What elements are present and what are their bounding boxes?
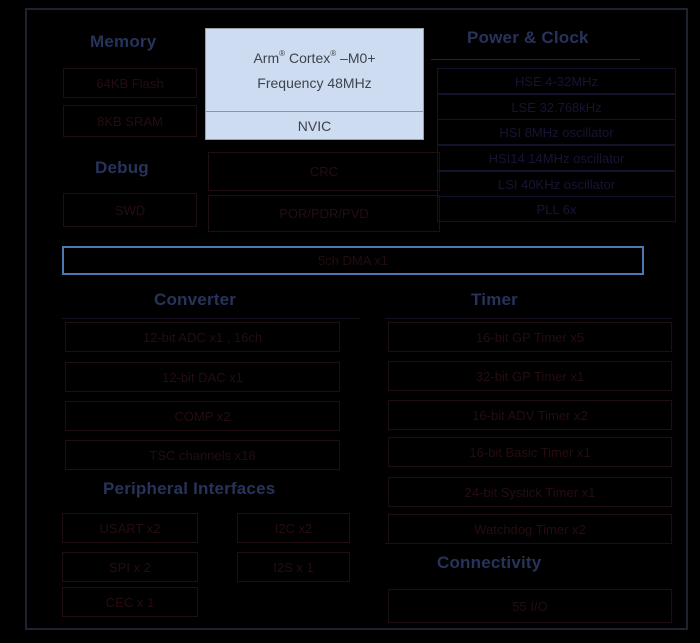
cpu-core-area: Arm® Cortex® –M0+ Frequency 48MHz <box>206 29 423 111</box>
peripheral-item-usart: USART x2 <box>62 513 198 543</box>
power-item-lsi: LSI 40KHz oscillator <box>437 171 676 197</box>
memory-item-flash: 64KB Flash <box>63 68 197 98</box>
section-title-timer: Timer <box>471 290 518 309</box>
section-title-converter: Converter <box>154 290 237 309</box>
memory-item-sram: 8KB SRAM <box>63 105 197 137</box>
debug-item-swd: SWD <box>63 193 197 227</box>
converter-item-tsc: TSC channels x18 <box>65 440 340 470</box>
section-title-connectivity: Connectivity <box>437 553 542 572</box>
converter-item-comp: COMP x2 <box>65 401 340 431</box>
timer-item-watchdog: Watchdog Timer x2 <box>388 514 672 544</box>
peripheral-item-cec: CEC x 1 <box>62 587 198 617</box>
converter-separator <box>62 318 360 319</box>
converter-item-adc: 12-bit ADC x1 , 16ch <box>65 322 340 352</box>
peripheral-item-i2c: I2C x2 <box>237 513 350 543</box>
power-item-hsi: HSI 8MHz oscillator <box>437 119 676 145</box>
connectivity-item-io: 55 I/O <box>388 589 672 623</box>
timer-item-systick: 24-bit Systick Timer x1 <box>388 477 672 507</box>
nvic-box: NVIC <box>206 111 423 139</box>
section-title-memory: Memory <box>90 32 157 51</box>
peripheral-item-i2s: I2S x 1 <box>237 552 350 582</box>
power-item-hsi14: HSI14 14MHz oscillator <box>437 145 676 171</box>
cpu-frequency-label: Frequency 48MHz <box>257 74 372 91</box>
timer-bottom-separator <box>385 543 672 544</box>
section-title-power-clock: Power & Clock <box>467 28 589 47</box>
cpu-name-label: Arm® Cortex® –M0+ <box>253 49 376 66</box>
timer-item-adv: 16-bit ADV Timer x2 <box>388 400 672 430</box>
dma-bus-bar: 5ch DMA x1 <box>62 246 644 275</box>
section-title-debug: Debug <box>95 158 149 177</box>
power-item-pll: PLL 6x <box>437 196 676 222</box>
timer-item-gp16: 16-bit GP Timer x5 <box>388 322 672 352</box>
timer-item-gp32: 32-bit GP Timer x1 <box>388 361 672 391</box>
converter-item-dac: 12-bit DAC x1 <box>65 362 340 392</box>
peripheral-item-spi: SPI x 2 <box>62 552 198 582</box>
timer-separator <box>385 318 672 319</box>
power-item-lse: LSE 32.768kHz <box>437 94 676 120</box>
cpu-box: Arm® Cortex® –M0+ Frequency 48MHz NVIC <box>205 28 424 140</box>
power-clock-separator <box>431 59 640 60</box>
system-item-crc: CRC <box>208 152 440 191</box>
power-item-hse: HSE 4-32MHz <box>437 68 676 94</box>
system-item-por-pdr-pvd: POR/PDR/PVD <box>208 195 440 232</box>
section-title-peripheral-interfaces: Peripheral Interfaces <box>103 479 276 498</box>
timer-item-basic: 16-bit Basic Timer x1 <box>388 437 672 467</box>
diagram-outer-border <box>25 8 688 630</box>
